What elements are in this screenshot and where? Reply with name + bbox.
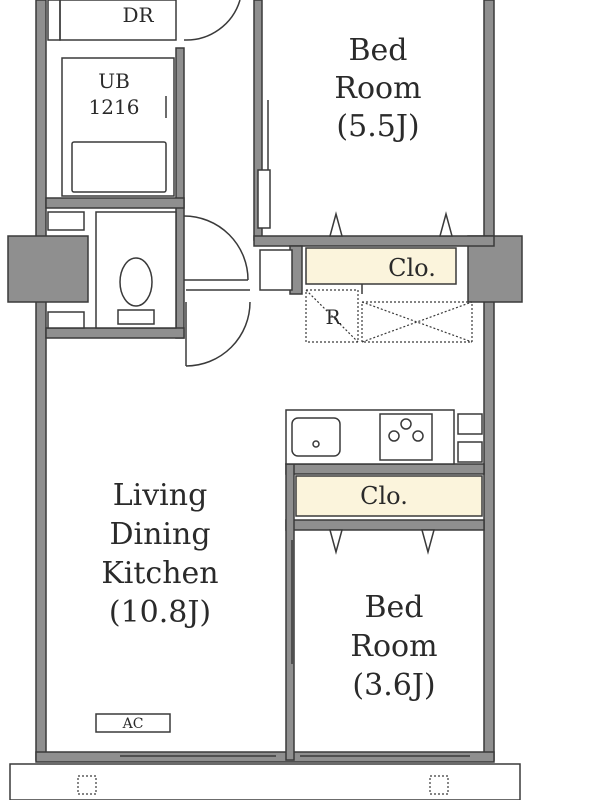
dressing-room-outline <box>59 0 177 41</box>
bedroom2-top-wall <box>285 519 485 531</box>
ldk-label-line1: Living <box>113 478 208 513</box>
toilet-door-swing <box>183 215 249 281</box>
toilet-bowl-icon <box>119 257 153 307</box>
toilet-shelf-upper <box>47 211 85 231</box>
left-exterior-wall <box>35 0 47 761</box>
storage-cross-2 <box>361 301 473 343</box>
unit-bath-size: 1216 <box>89 95 140 119</box>
closet-upper: Clo. <box>305 247 457 294</box>
bed-room-2: Bed Room (3.6J) <box>291 540 438 703</box>
storage-space <box>361 301 473 343</box>
kitchen-upper: R <box>305 289 473 343</box>
drain-icon <box>77 775 97 795</box>
closet-door-marker <box>329 529 343 555</box>
ldk-label-line3: Kitchen <box>101 556 218 591</box>
bathtub <box>71 141 167 193</box>
closet-lower-box <box>295 475 483 517</box>
closet-upper-label: Clo. <box>388 254 436 282</box>
drain-icon <box>429 775 449 795</box>
refrigerator-label: R <box>325 305 341 329</box>
closet-lower-label: Clo. <box>360 482 408 510</box>
unit-bath-outline <box>61 57 175 197</box>
right-exterior-wall <box>483 0 495 761</box>
bedroom1-label-line2: Room <box>334 71 421 106</box>
bottom-wall <box>35 751 495 763</box>
air-conditioner-label: AC <box>122 716 144 732</box>
left-pillar <box>7 235 89 303</box>
bedroom2-label-line1: Bed <box>364 590 423 625</box>
bedroom1-label-size: (5.5J) <box>336 109 419 144</box>
bath-toilet-wall <box>45 197 185 209</box>
closet-door-marker <box>439 211 453 237</box>
storage-cross-1 <box>361 301 473 343</box>
burner-icon <box>412 430 424 442</box>
dressing-room: DR <box>47 0 241 41</box>
stove-icon <box>379 413 433 461</box>
bedroom2-label-line2: Room <box>350 629 437 664</box>
burner-icon <box>388 430 400 442</box>
bed-room-1: Bed Room (5.5J) <box>257 33 453 237</box>
closet-upper-box <box>305 247 457 285</box>
wet-area-wall <box>175 47 185 339</box>
closet-door-marker <box>421 529 435 555</box>
washing-machine-pan <box>47 0 61 41</box>
toilet-tank-icon <box>117 309 155 325</box>
dressing-room-label: DR <box>122 3 154 27</box>
walls <box>7 0 523 763</box>
balcony-outline <box>9 763 521 800</box>
toilet <box>47 211 249 329</box>
kitchen-partition-wall <box>285 463 485 475</box>
burner-icon <box>400 418 412 430</box>
bedroom2-left-wall <box>285 463 295 761</box>
unit-bath: UB 1216 <box>61 57 175 197</box>
refrigerator-cross <box>305 289 359 343</box>
unit-bath-label: UB <box>98 69 130 93</box>
balcony <box>9 755 521 800</box>
right-pillar <box>467 235 523 303</box>
closet-door-marker <box>329 211 343 237</box>
dressing-door-swing <box>183 0 241 41</box>
bedroom1-door-pocket <box>257 169 271 229</box>
hallway <box>185 249 293 367</box>
ldk-label-line2: Dining <box>109 517 210 552</box>
bedroom1-label-line1: Bed <box>348 33 407 68</box>
bedroom2-label-size: (3.6J) <box>352 668 435 703</box>
kitchen-vent-2 <box>457 441 483 463</box>
toilet-bottom-wall <box>45 327 185 339</box>
air-conditioner-icon <box>95 713 171 733</box>
kitchen-vent <box>457 413 483 435</box>
ldk-label-size: (10.8J) <box>109 595 211 630</box>
hall-cabinet <box>259 249 293 291</box>
kitchen-counter <box>285 409 483 465</box>
refrigerator-space <box>305 289 359 343</box>
toilet-shelf-lower <box>47 311 85 329</box>
ldk-door-swing <box>185 301 251 367</box>
sink-icon <box>291 417 341 457</box>
closet-lower: Clo. <box>295 475 483 555</box>
sink-drain-icon <box>312 440 320 448</box>
bedroom1-bottom-wall <box>253 235 495 247</box>
ldk: Living Dining Kitchen (10.8J) AC <box>95 478 219 733</box>
